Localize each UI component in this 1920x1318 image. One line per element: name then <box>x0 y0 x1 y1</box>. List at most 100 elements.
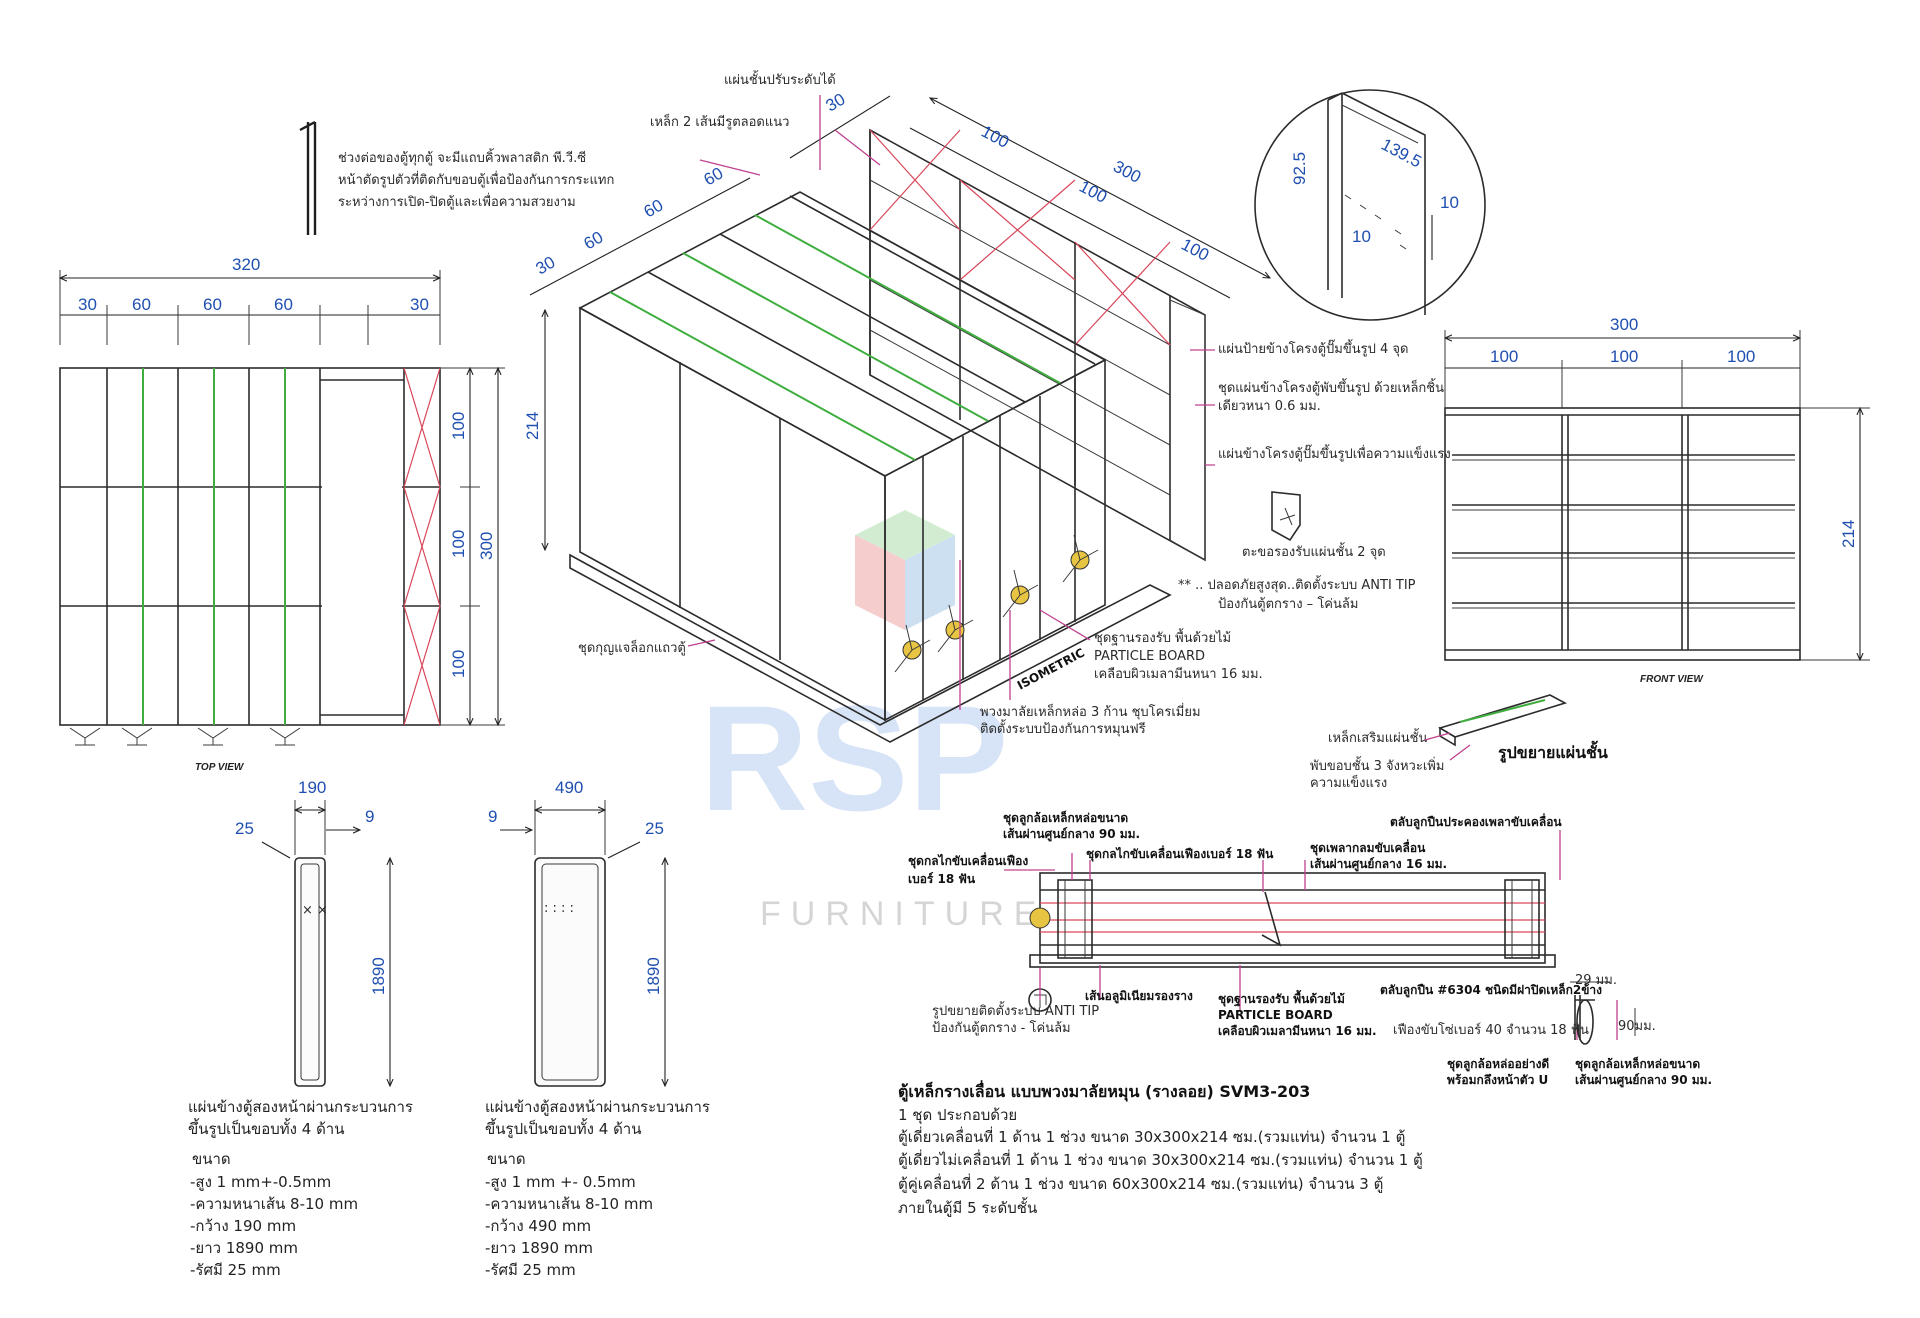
top-view-seg-4: 60 <box>274 295 293 314</box>
mech-chain-gear: เฟืองขับโซ่เบอร์ 40 จำนวน 18 ฟัน <box>1393 1022 1589 1038</box>
handwheel-icon <box>937 604 974 653</box>
product-line-5: ภายในตู้มี 5 ระดับชั้น <box>898 1197 1037 1217</box>
mech-cast-wheel-1: ชุดลูกล้อเหล็กหล่อขนาด <box>1003 810 1128 826</box>
top-view-row-1: 100 <box>449 412 468 440</box>
panel-1-spec-1: -สูง 1 mm+-0.5mm <box>190 1173 331 1191</box>
front-view-height: 214 <box>1839 520 1858 548</box>
product-line-1: 1 ชุด ประกอบด้วย <box>898 1106 1017 1125</box>
top-view-seg-5: 30 <box>410 295 429 314</box>
top-view-depth: 300 <box>477 532 496 560</box>
detail-dim-4: 10 <box>1352 227 1371 246</box>
panel-1-holes: × × <box>302 903 328 918</box>
right-wheel-icon <box>1504 879 1540 959</box>
product-line-3: ตู้เดี่ยวไม่เคลื่อนที่ 1 ด้าน 1 ช่วง ขนา… <box>898 1149 1423 1169</box>
callout-side-frame-2: เดียวหนา 0.6 มม. <box>1218 398 1321 414</box>
panel-1-spec-5: -รัศมี 25 mm <box>190 1261 281 1279</box>
panel-1-size-label: ขนาด <box>192 1150 231 1168</box>
panel-1-width: 190 <box>298 778 326 797</box>
shelf-reinforce: เหล็กเสริมแผ่นชั้น <box>1328 728 1427 746</box>
callout-label-plate: แผ่นป้ายข้างโครงตู้ปั๊มขึ้นรูป 4 จุด <box>1218 339 1408 357</box>
mech-shaft-1: ชุดเพลากลมขับเคลื่อน <box>1310 839 1426 856</box>
mech-dim-90: 90มม. <box>1618 1019 1656 1034</box>
iso-dim-w5: 30 <box>823 90 849 116</box>
panel-1-spec-4: -ยาว 1890 mm <box>190 1239 298 1257</box>
callout-shelf-hook: ตะขอรองรับแผ่นชั้น 2 จุด <box>1242 542 1386 560</box>
callout-lock: ชุดกุญแจล็อกแถวตู้ <box>578 638 686 656</box>
front-view-overall: 300 <box>1610 315 1638 334</box>
iso-dim-w3: 60 <box>641 196 667 222</box>
pvc-note-line-2: หน้าตัดรูปตัวที่ติดกับขอบตู้เพื่อป้องกัน… <box>338 171 614 188</box>
product-line-2: ตู้เดี่ยวเคลื่อนที่ 1 ด้าน 1 ช่วง ขนาด 3… <box>898 1126 1405 1146</box>
panel-2-edge: 9 <box>488 807 497 826</box>
mechanism-section: ชุดลูกล้อเหล็กหล่อขนาด เส้นผ่านศูนย์กลาง… <box>908 810 1712 1088</box>
panel-2-title-1: แผ่นข้างตู้สองหน้าผ่านกระบวนการ <box>485 1098 710 1116</box>
front-view-bay-3: 100 <box>1727 347 1755 366</box>
panel-2-length: 1890 <box>644 957 663 995</box>
callout-anti-tip-1: ** .. ปลอดภัยสูงสุด..ติดตั้งระบบ ANTI TI… <box>1178 575 1416 593</box>
front-view-bay-1: 100 <box>1490 347 1518 366</box>
watermark-sub: FURNITURE <box>760 895 1046 933</box>
callout-base-3: เคลือบผิวเมลามีนหนา 16 มม. <box>1094 666 1263 682</box>
panel-2-spec-5: -รัศมี 25 mm <box>485 1261 576 1279</box>
top-view-row-2: 100 <box>449 530 468 558</box>
panel-2-spec-2: -ความหนาเส้น 8-10 mm <box>485 1195 653 1213</box>
mech-bearing-shaft: ตลับลูกปืนประคองเพลาขับเคลื่อน <box>1390 813 1562 830</box>
product-line-4: ตู้คู่เคลื่อนที่ 2 ด้าน 1 ช่วง ขนาด 60x3… <box>898 1173 1383 1193</box>
panel-2-size-label: ขนาด <box>487 1150 526 1168</box>
iso-dim-d3: 100 <box>1076 177 1110 207</box>
corner-detail: 139.5 92.5 10 10 <box>1254 89 1486 321</box>
panel-1-spec-3: -กว้าง 190 mm <box>190 1217 296 1235</box>
callout-base-2: PARTICLE BOARD <box>1094 649 1205 664</box>
mech-u-wheel-2: พร้อมกลึงหน้าตัว U <box>1447 1073 1548 1087</box>
mech-drive-gear-2: เบอร์ 18 ฟัน <box>908 872 976 886</box>
mech-anti-tip-1: รูปขยายติดตั้งระบบ ANTI TIP <box>932 1001 1099 1019</box>
shelf-detail: เหล็กเสริมแผ่นชั้น รูปขยายแผ่นชั้น พับขอ… <box>1310 694 1608 791</box>
panel-2-title-2: ขึ้นรูปเป็นขอบทั้ง 4 ด้าน <box>485 1118 641 1138</box>
mech-cast-wheel-90-2: เส้นผ่านศูนย์กลาง 90 มม. <box>1575 1073 1712 1088</box>
front-view-label: FRONT VIEW <box>1640 674 1704 685</box>
product-title: ตู้เหล็กรางเลื่อน แบบพวงมาลัยหมุน (รางลอ… <box>898 1080 1310 1103</box>
front-view-bay-2: 100 <box>1610 347 1638 366</box>
handwheel-icon <box>1002 569 1039 618</box>
callout-side-frame-1: ชุดแผ่นข้างโครงตู้พับขึ้นรูป ด้วยเหล็กชิ… <box>1218 378 1444 396</box>
top-view-seg-3: 60 <box>203 295 222 314</box>
callout-wheel-2: ติดตั้งระบบป้องกันการหมุนฟรี <box>980 719 1146 737</box>
callout-wheel-1: พวงมาลัยเหล็กหล่อ 3 ก้าน ชุบโครเมี่ยม <box>980 702 1201 720</box>
detail-dim-2: 92.5 <box>1290 152 1309 185</box>
detail-dim-1: 139.5 <box>1378 135 1424 172</box>
iso-open-shelving <box>869 128 1206 562</box>
callout-anti-tip-2: ป้องกันตู้ตกราง – โค่นล้ม <box>1218 596 1358 612</box>
top-view-seg-2: 60 <box>132 295 151 314</box>
u-wheel-detail <box>1570 981 1636 1045</box>
left-wheel-icon <box>1029 879 1093 959</box>
mech-rail: เส้นอลูมิเนียมรองราง <box>1085 989 1193 1004</box>
panel-2-spec-1: -สูง 1 mm +- 0.5mm <box>485 1173 636 1191</box>
top-view-handwheels <box>69 727 301 746</box>
panel-2-spec-3: -กว้าง 490 mm <box>485 1217 591 1235</box>
top-view-label: TOP VIEW <box>195 762 245 773</box>
callout-side-strength: แผ่นข้างโครงตู้ปั๊มขึ้นรูปเพื่อความแข็งแ… <box>1218 444 1451 462</box>
mech-cast-wheel-90-1: ชุดลูกล้อเหล็กหล่อขนาด <box>1575 1056 1700 1072</box>
iso-dim-height: 214 <box>523 412 542 440</box>
side-panel-2: 490 9 25 : : : : 1890 แผ่นข้างตู้สองหน้า… <box>485 778 710 1279</box>
panel-1-length: 1890 <box>369 957 388 995</box>
panel-1-title-2: ขึ้นรูปเป็นขอบทั้ง 4 ด้าน <box>188 1118 344 1138</box>
panel-2-radius: 25 <box>645 819 664 838</box>
iso-dim-w1: 30 <box>533 253 559 279</box>
callout-base-1: ชุดฐานรองรับ พื้นด้วยไม้ <box>1094 628 1231 646</box>
top-view: 320 30 60 60 60 30 <box>59 255 505 773</box>
panel-1-edge: 9 <box>365 807 374 826</box>
panel-2-spec-4: -ยาว 1890 mm <box>485 1239 593 1257</box>
top-view-seg-1: 30 <box>78 295 97 314</box>
shelf-fold-2: ความแข็งแรง <box>1310 773 1387 791</box>
mech-cast-wheel-2: เส้นผ่านศูนย์กลาง 90 มม. <box>1003 827 1140 842</box>
mech-shaft-2: เส้นผ่านศูนย์กลาง 16 มม. <box>1310 857 1447 872</box>
panel-1-radius: 25 <box>235 819 254 838</box>
mech-dim-29: 29 มม. <box>1575 973 1617 988</box>
top-view-overall-dim: 320 <box>232 255 260 274</box>
shelf-fold-1: พับขอบชั้น 3 จังหวะเพิ่ม <box>1310 756 1444 774</box>
mech-drive-gear-18: ชุดกลไกขับเคลื่อนเฟืองเบอร์ 18 ฟัน <box>1086 845 1274 862</box>
shelf-detail-title: รูปขยายแผ่นชั้น <box>1498 740 1608 764</box>
callout-adjustable-shelf: แผ่นชั้นปรับระดับได้ <box>724 70 836 88</box>
